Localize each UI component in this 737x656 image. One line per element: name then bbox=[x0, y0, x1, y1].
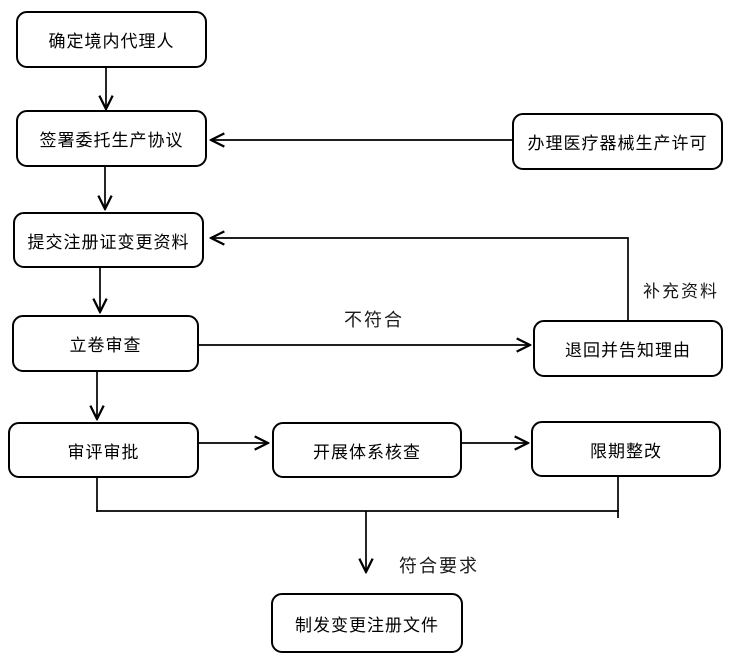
edge-label-not-conform: 不符合 bbox=[344, 306, 404, 332]
node-production-license: 办理医疗器械生产许可 bbox=[512, 113, 723, 170]
node-issue-documents: 制发变更注册文件 bbox=[271, 593, 463, 653]
edge-return-to-submit bbox=[211, 238, 629, 320]
edge-label-supplement: 补充资料 bbox=[643, 277, 719, 302]
node-submit-materials: 提交注册证变更资料 bbox=[13, 212, 204, 268]
edge-label-conform: 符合要求 bbox=[399, 552, 479, 578]
node-sign-agreement: 签署委托生产协议 bbox=[16, 110, 207, 167]
node-return-notify: 退回并告知理由 bbox=[533, 320, 723, 377]
node-review-approval: 审评审批 bbox=[8, 422, 199, 478]
node-rectification: 限期整改 bbox=[531, 421, 721, 477]
node-system-inspection: 开展体系核查 bbox=[272, 422, 462, 478]
node-determine-agent: 确定境内代理人 bbox=[16, 11, 207, 68]
node-filing-review: 立卷审查 bbox=[12, 315, 199, 372]
